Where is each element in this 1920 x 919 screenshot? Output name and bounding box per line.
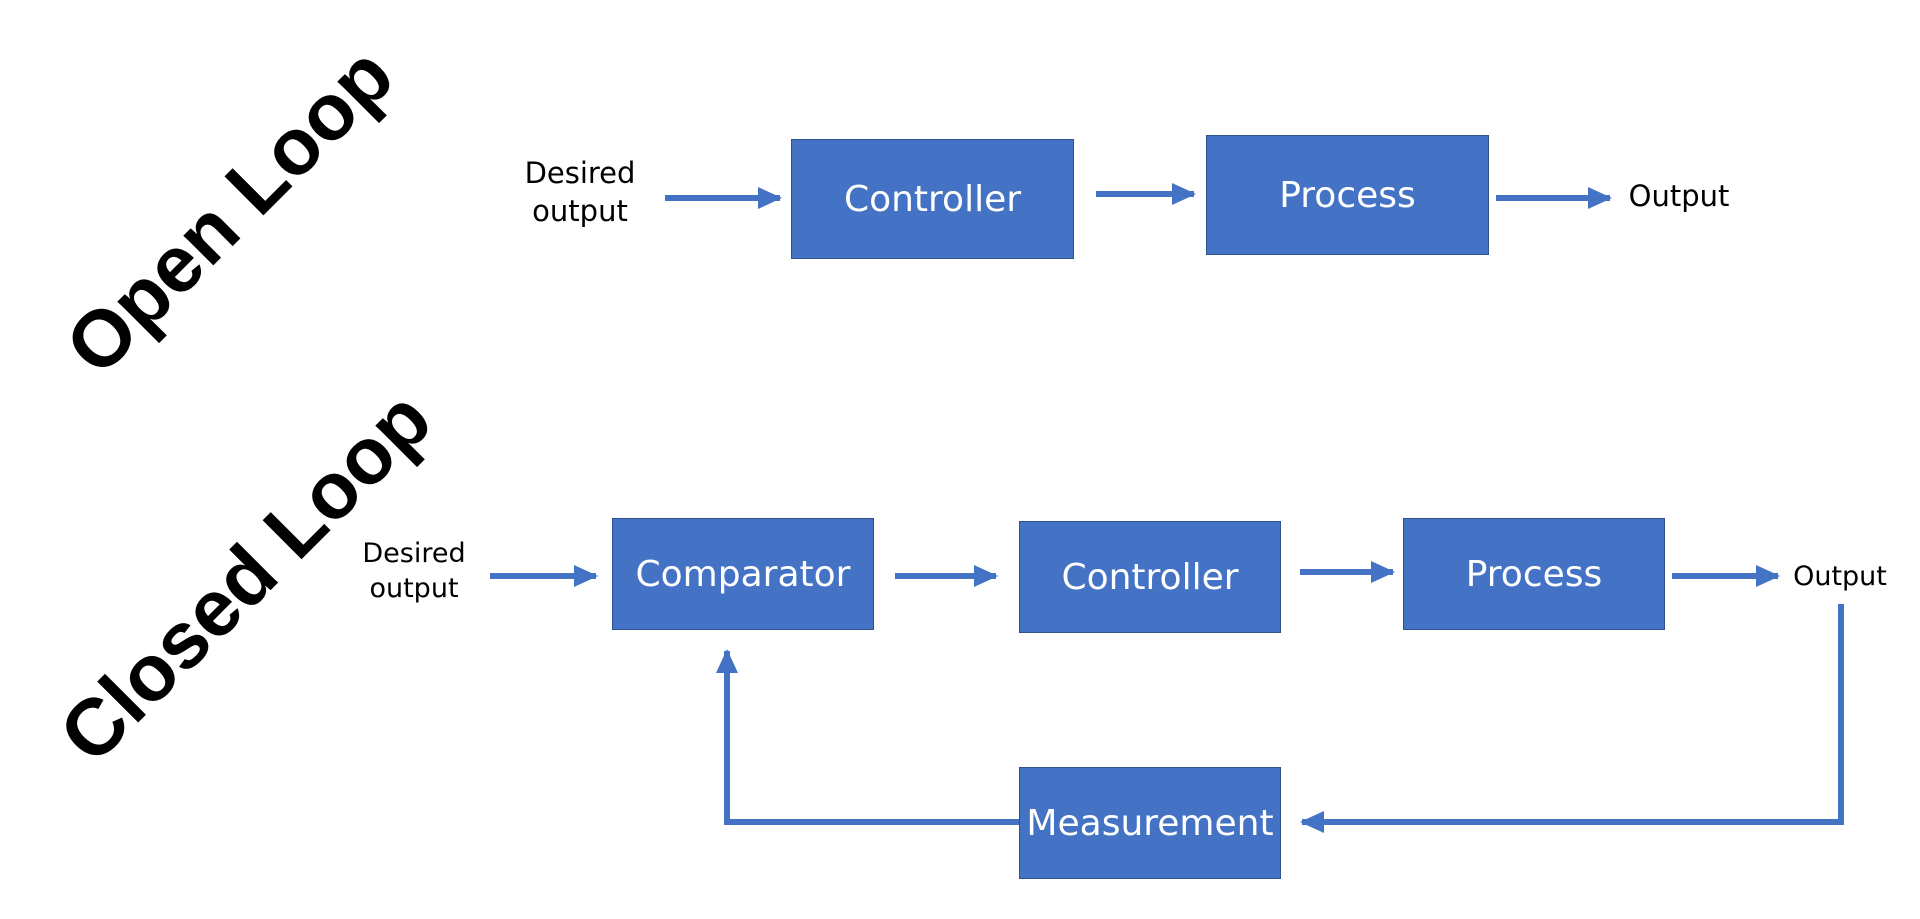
- closed-controller-block: Controller: [1019, 521, 1281, 633]
- closed-desired-output-label: Desired output: [362, 538, 466, 605]
- feedback-measurement-to-comparator-arrow: [716, 649, 1020, 825]
- open-controller-block: Controller: [791, 139, 1074, 259]
- open-desired-output-label: Desired output: [524, 156, 636, 228]
- closed-output-label: Output: [1793, 561, 1887, 592]
- open-output-label: Output: [1628, 179, 1730, 213]
- closed-comparator-block: Comparator: [612, 518, 874, 630]
- open-process-block: Process: [1206, 135, 1489, 255]
- feedback-output-to-measurement-arrow: [1300, 604, 1844, 833]
- closed-process-block: Process: [1403, 518, 1665, 630]
- closed-measurement-block: Measurement: [1019, 767, 1281, 879]
